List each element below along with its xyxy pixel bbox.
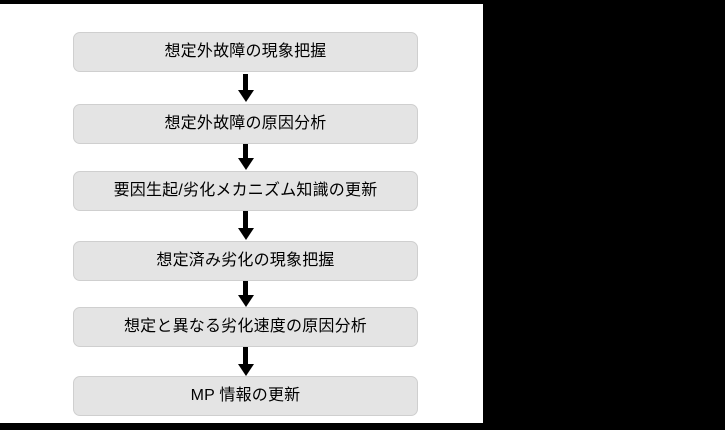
flow-node-3[interactable]: 要因生起/劣化メカニズム知識の更新	[73, 171, 418, 211]
flow-node-5[interactable]: 想定と異なる劣化速度の原因分析	[73, 307, 418, 347]
top-border-rule	[0, 0, 725, 4]
arrow-down-icon-1	[238, 74, 254, 102]
flow-node-4-label: 想定済み劣化の現象把握	[156, 252, 335, 269]
flowchart: 想定外故障の現象把握 想定外故障の原因分析 要因生起/劣化メカニズム知識の更新	[0, 4, 483, 423]
flow-node-5-label: 想定と異なる劣化速度の原因分析	[123, 318, 367, 335]
arrow-down-icon-2	[238, 144, 254, 170]
arrow-down-icon-4	[238, 281, 254, 307]
flow-node-3-label: 要因生起/劣化メカニズム知識の更新	[113, 182, 378, 199]
flow-node-6-label: MP 情報の更新	[190, 387, 301, 404]
flow-node-6[interactable]: MP 情報の更新	[73, 376, 418, 416]
arrow-down-icon-3	[238, 211, 254, 240]
bottom-border-rule	[0, 423, 725, 430]
flow-node-4[interactable]: 想定済み劣化の現象把握	[73, 241, 418, 281]
flow-node-1[interactable]: 想定外故障の現象把握	[73, 32, 418, 72]
arrow-down-icon-5	[238, 347, 254, 376]
flow-node-1-label: 想定外故障の現象把握	[164, 43, 327, 60]
flow-node-2[interactable]: 想定外故障の原因分析	[73, 104, 418, 144]
flow-node-2-label: 想定外故障の原因分析	[164, 115, 327, 132]
diagram-canvas: 想定外故障の現象把握 想定外故障の原因分析 要因生起/劣化メカニズム知識の更新	[0, 4, 483, 423]
